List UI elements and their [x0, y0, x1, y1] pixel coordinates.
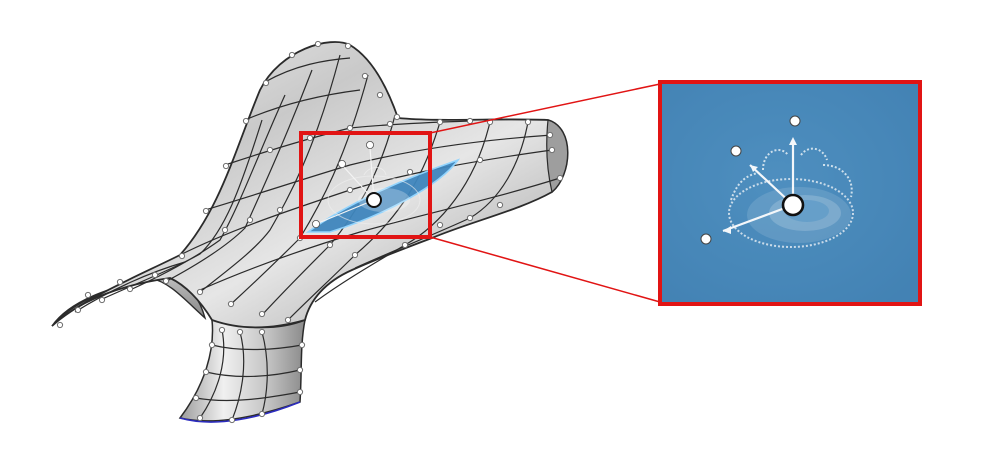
control-points[interactable] — [56, 40, 564, 424]
control-point-icon[interactable] — [242, 117, 250, 125]
control-point-icon[interactable] — [126, 285, 134, 293]
control-point-icon[interactable] — [314, 40, 322, 48]
control-point-icon[interactable] — [393, 113, 401, 121]
control-point-icon[interactable] — [386, 120, 394, 128]
control-point-icon[interactable] — [351, 251, 359, 259]
manipulator-gizmo-icon[interactable] — [312, 141, 421, 228]
control-point-icon[interactable] — [346, 124, 354, 132]
control-point-icon[interactable] — [296, 388, 304, 396]
boundary-edge[interactable] — [179, 401, 301, 423]
control-point-icon[interactable] — [202, 207, 210, 215]
control-point-icon[interactable] — [296, 366, 304, 374]
control-point-icon[interactable] — [344, 42, 352, 50]
control-point-icon[interactable] — [496, 201, 504, 209]
control-point-icon[interactable] — [246, 216, 254, 224]
control-point-icon[interactable] — [376, 91, 384, 99]
control-point-icon[interactable] — [262, 79, 270, 87]
control-point-icon[interactable] — [288, 51, 296, 59]
selection-frame — [299, 131, 432, 239]
control-point-icon[interactable] — [228, 416, 236, 424]
control-point-icon[interactable] — [116, 278, 124, 286]
control-point-icon[interactable] — [258, 328, 266, 336]
control-point-icon[interactable] — [346, 186, 354, 194]
callout-line-top — [429, 83, 661, 134]
control-point-icon[interactable] — [546, 131, 554, 139]
control-point-icon[interactable] — [221, 226, 229, 234]
control-point-icon[interactable] — [266, 146, 274, 154]
control-point-icon[interactable] — [401, 241, 409, 249]
control-point-icon[interactable] — [466, 214, 474, 222]
control-point-icon[interactable] — [208, 341, 216, 349]
control-point-icon[interactable] — [436, 118, 444, 126]
control-point-icon[interactable] — [298, 341, 306, 349]
callout-line-bottom — [429, 236, 661, 303]
zoom-frame — [658, 80, 922, 306]
control-point-icon[interactable] — [476, 156, 484, 164]
control-point-icon[interactable] — [84, 291, 92, 299]
control-point-icon[interactable] — [236, 328, 244, 336]
control-point-icon[interactable] — [326, 241, 334, 249]
control-point-icon[interactable] — [276, 206, 284, 214]
control-point-icon[interactable] — [466, 117, 474, 125]
control-point-icon[interactable] — [556, 174, 564, 182]
control-point-icon[interactable] — [436, 221, 444, 229]
manipulator-gizmo-icon[interactable] — [700, 115, 854, 248]
control-point-icon[interactable] — [192, 394, 200, 402]
control-point-icon[interactable] — [548, 146, 556, 154]
control-point-icon[interactable] — [98, 296, 106, 304]
control-point-icon[interactable] — [361, 72, 369, 80]
control-point-icon[interactable] — [258, 410, 266, 418]
zoom-detail-panel — [658, 80, 922, 306]
control-point-icon[interactable] — [306, 134, 314, 142]
control-point-icon[interactable] — [406, 168, 414, 176]
control-point-icon[interactable] — [284, 316, 292, 324]
highlighted-face[interactable] — [305, 158, 461, 233]
control-point-icon[interactable] — [202, 368, 210, 376]
control-point-icon[interactable] — [162, 277, 170, 285]
control-point-icon[interactable] — [178, 252, 186, 260]
control-point-icon[interactable] — [218, 326, 226, 334]
control-point-icon[interactable] — [222, 162, 230, 170]
control-point-icon[interactable] — [74, 306, 82, 314]
control-point-icon[interactable] — [56, 321, 64, 329]
control-point-icon[interactable] — [227, 300, 235, 308]
freeform-surface[interactable] — [51, 40, 569, 424]
control-point-icon[interactable] — [151, 271, 159, 279]
control-point-icon[interactable] — [196, 288, 204, 296]
control-point-icon[interactable] — [196, 414, 204, 422]
control-point-icon[interactable] — [524, 118, 532, 126]
control-point-icon[interactable] — [258, 310, 266, 318]
